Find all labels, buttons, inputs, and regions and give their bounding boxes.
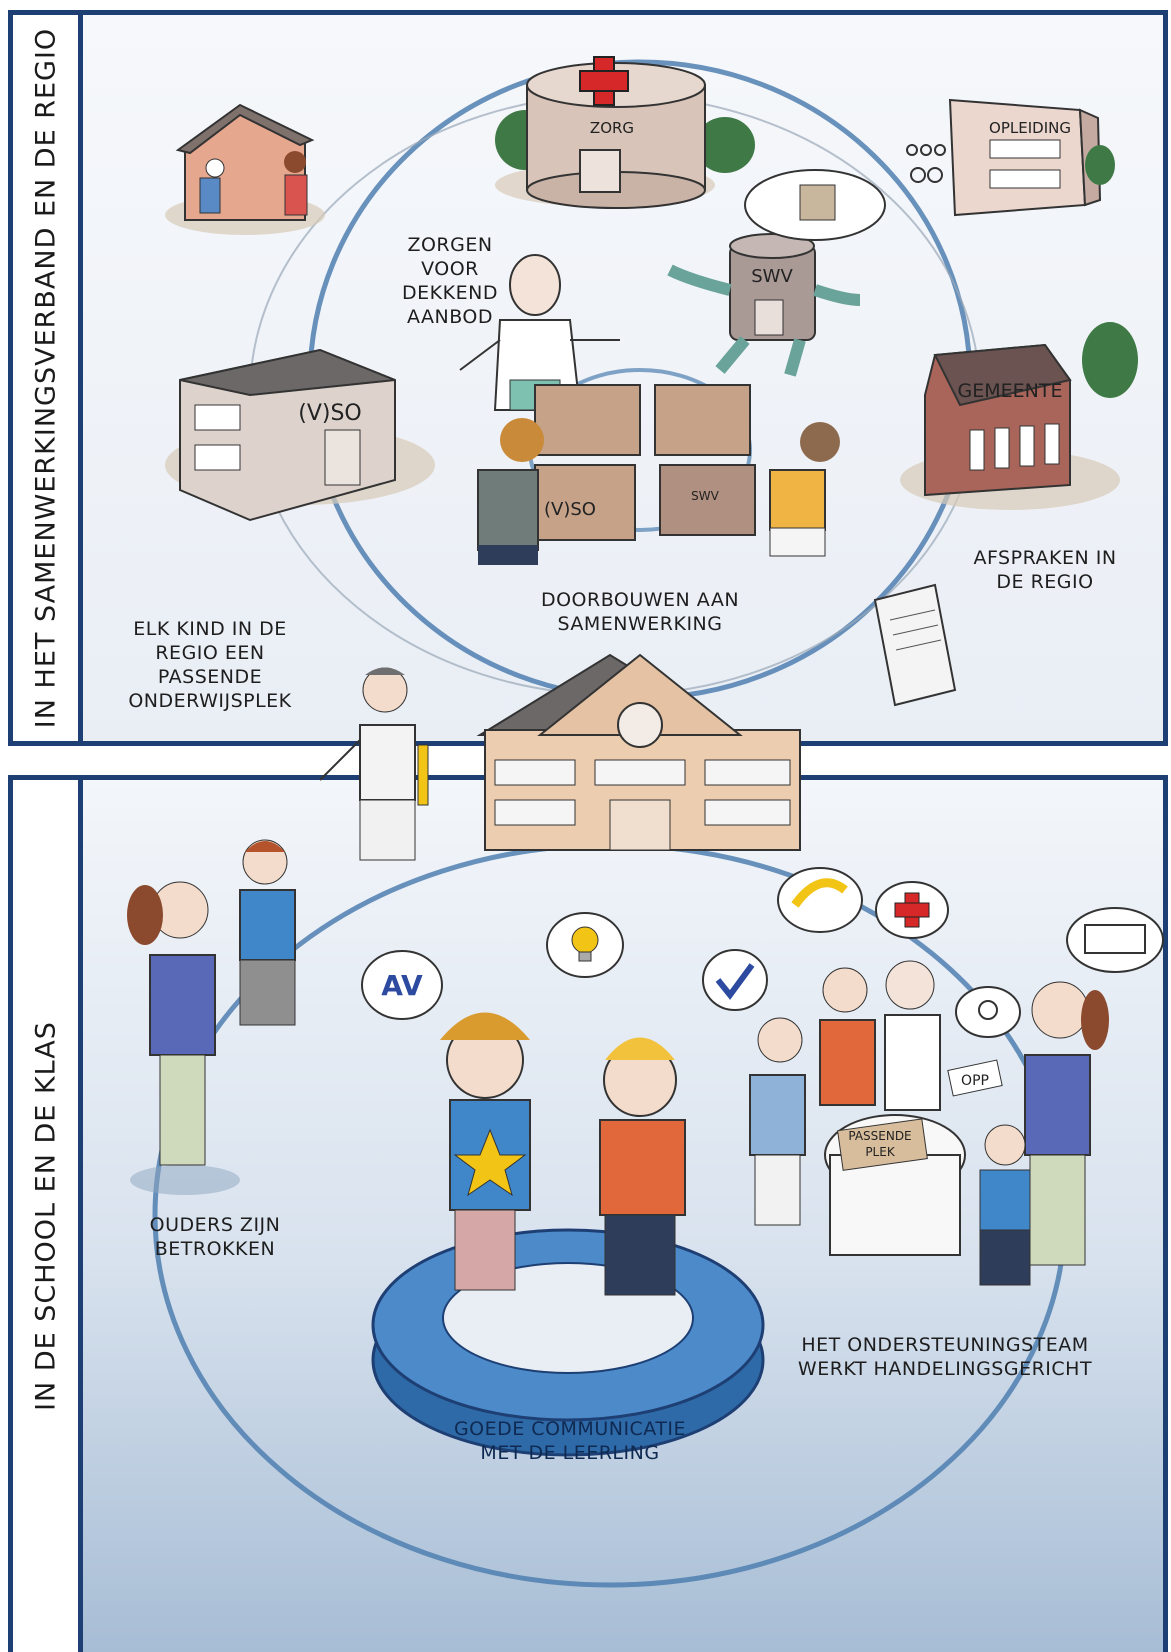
opp-sign: OPP xyxy=(961,1073,989,1089)
opleiding-sign: OPLEIDING xyxy=(989,119,1071,137)
caption-communicatie: GOEDE COMMUNICATIE MET DE LEERLING xyxy=(453,1418,687,1464)
caption-afspraken: AFSPRAKEN IN DE REGIO xyxy=(973,547,1117,593)
school-building xyxy=(476,653,801,851)
caption-elk-kind: ELK KIND IN DE REGIO EEN PASSENDE ONDERW… xyxy=(128,618,292,712)
swv-character: SWV xyxy=(667,169,886,377)
swv-sign: SWV xyxy=(751,266,793,287)
checkmark-icon xyxy=(715,963,755,1000)
puzzle-workers xyxy=(477,418,840,565)
family-house xyxy=(165,103,325,235)
caption-ondersteuning: HET ONDERSTEUNINGSTEAM WERKT HANDELINGSG… xyxy=(797,1334,1093,1380)
measuring-tape-icon xyxy=(791,878,848,908)
passende-plek-line2: PLEK xyxy=(865,1145,896,1159)
director-figure xyxy=(319,667,429,861)
parents-figures xyxy=(127,839,296,1195)
caption-doorbouwen: DOORBOUWEN AAN SAMENWERKING xyxy=(540,589,740,635)
small-lightbulb-icon xyxy=(978,1000,998,1020)
puzzle-swv: SWV xyxy=(691,489,719,503)
av-icon: AV xyxy=(381,969,423,1002)
puzzle-vso: (V)SO xyxy=(544,499,596,520)
vso-building: (V)SO xyxy=(165,348,435,522)
star-icon xyxy=(453,1128,527,1197)
red-cross-icon xyxy=(579,56,629,106)
plan-icon xyxy=(1084,924,1146,954)
support-team: PASSENDE PLEK OPP xyxy=(702,867,1164,1286)
agreement-document xyxy=(873,583,957,707)
zorg-sign: ZORG xyxy=(590,119,634,137)
student-figures: AV xyxy=(361,912,686,1296)
passende-plek-line1: PASSENDE xyxy=(848,1129,911,1143)
bottom-side-bar: IN DE SCHOOL EN DE KLAS xyxy=(13,780,83,1652)
gemeente-building: GEMEENTE xyxy=(900,322,1138,510)
opleiding-building: OPLEIDING xyxy=(906,98,1115,217)
caption-ouders: OUDERS ZIJN BETROKKEN xyxy=(149,1214,281,1260)
puzzle-pieces: (V)SO SWV xyxy=(534,384,756,541)
lightbulb-icon xyxy=(571,926,599,962)
gemeente-sign: GEMEENTE xyxy=(958,380,1063,402)
top-side-bar: IN HET SAMENWERKINGSVERBAND EN DE REGIO xyxy=(13,15,83,741)
caption-zorgen: ZORGEN VOOR DEKKEND AANBOD xyxy=(402,234,498,328)
zorg-building: ZORG xyxy=(495,56,755,209)
small-red-cross-icon xyxy=(894,892,930,928)
vso-sign: (V)SO xyxy=(298,401,362,426)
puzzle-icon xyxy=(799,184,836,221)
